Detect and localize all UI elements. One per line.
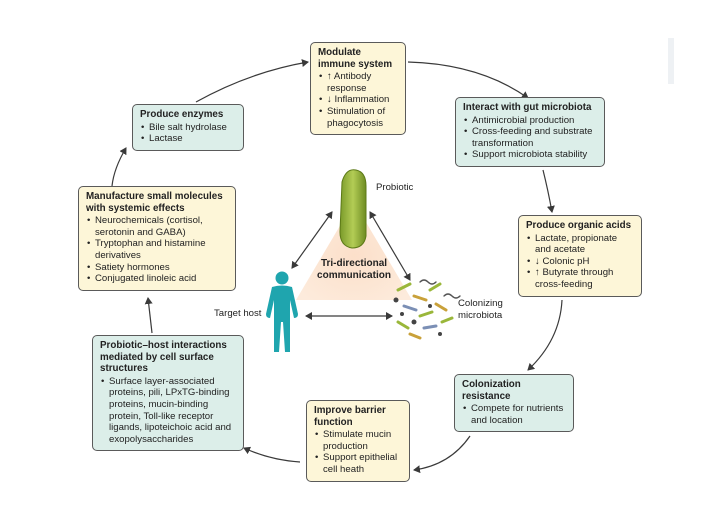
box-item: Support microbiota stability [463,149,597,161]
box-title: Manufacture small molecules with systemi… [86,191,223,214]
box-title: Produce enzymes [140,109,224,120]
probiotic-label: Probiotic [376,182,414,193]
box-item: Bile salt hydrolase [140,122,236,134]
arrow-acids-to-colonization [527,299,563,371]
box-item: Support epithelial cell heath [314,452,402,475]
box-item: Compete for nutrients and location [462,403,566,426]
box-item: ↓ Colonic pH [526,256,634,268]
box-enzymes: Produce enzymes Bile salt hydrolase Lact… [132,104,244,151]
box-title: Modulate immune system [318,47,393,70]
box-item: ↑ Antibody response [318,71,398,94]
box-title: Produce organic acids [526,220,632,231]
colonizing-microbiota-label: Colonizing microbiota [458,298,503,321]
cycle-arrows [111,59,563,474]
box-item: Conjugated linoleic acid [86,273,228,285]
box-item: ↓ Inflammation [318,94,398,106]
box-item: Neurochemicals (cortisol, serotonin and … [86,215,228,238]
arrow-host-to-molecules [144,297,153,334]
box-title: Probiotic–host interactions mediated by … [100,340,227,375]
target-host-icon [266,271,298,352]
arrow-immune-to-microbiota [407,61,529,99]
arrow-probiotic-microbiota [369,211,411,281]
box-organic-acids: Produce organic acids Lactate, propionat… [518,215,642,297]
box-colonization: Colonization resistance Compete for nutr… [454,374,574,433]
center-title: Tri-directional communication [317,258,391,281]
colonizing-microbiota-icon [393,279,461,340]
box-item: Stimulation of phagocytosis [318,106,398,129]
box-item: Lactase [140,133,236,145]
box-title: Interact with gut microbiota [463,102,592,113]
box-item: Tryptophan and histamine derivatives [86,238,228,261]
box-item: Surface layer-associated proteins, pili,… [100,376,236,446]
box-item: Cross-feeding and substrate transformati… [463,126,597,149]
box-interact-microbiota: Interact with gut microbiota Antimicrobi… [455,97,605,167]
arrow-enzymes-to-immune [195,59,309,103]
box-barrier: Improve barrier function Stimulate mucin… [306,400,410,482]
target-host-label: Target host [214,308,262,319]
side-tab-edge [668,38,674,84]
arrow-probiotic-host [291,211,333,269]
tri-arrows [291,211,411,320]
box-item: Satiety hormones [86,262,228,274]
probiotic-icon [339,169,367,249]
box-item: Antimicrobial production [463,115,597,127]
arrow-microbiota-to-acids [542,169,555,213]
box-item: Stimulate mucin production [314,429,402,452]
box-title: Colonization resistance [462,379,521,402]
box-modulate-immune: Modulate immune system ↑ Antibody respon… [310,42,406,136]
box-title: Improve barrier function [314,405,386,428]
box-item: ↑ Butyrate through cross-feeding [526,267,634,290]
arrow-molecules-to-enzymes [111,147,127,187]
box-host-interactions: Probiotic–host interactions mediated by … [92,335,244,452]
arrow-colonization-to-barrier [413,435,471,474]
box-small-molecules: Manufacture small molecules with systemi… [78,186,236,291]
arrow-barrier-to-host [243,446,301,463]
box-item: Lactate, propionate and acetate [526,233,634,256]
